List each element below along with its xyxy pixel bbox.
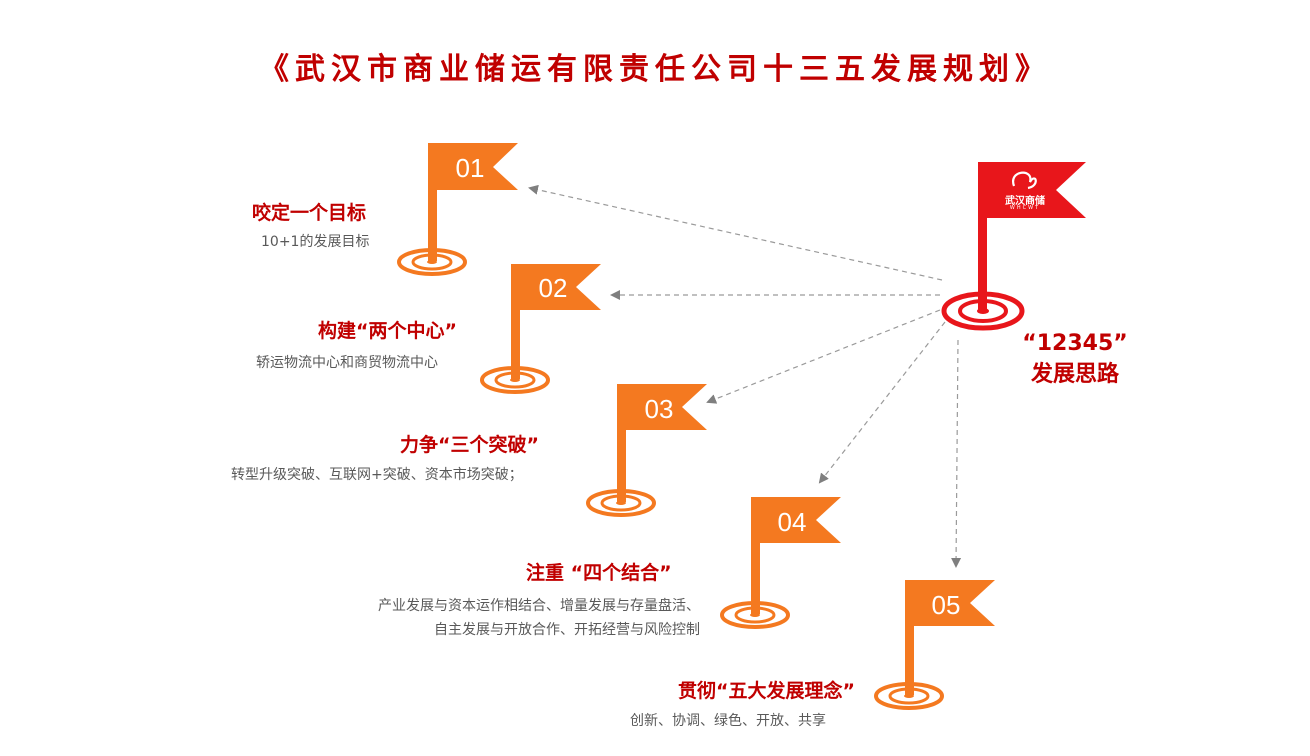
flag-03: 03 [586, 384, 707, 517]
connector-arrows [528, 184, 962, 568]
flag-number: 01 [456, 153, 485, 183]
page-title: 《武汉市商业储运有限责任公司十三五发展规划》 [259, 52, 1051, 87]
item-03-desc: 转型升级突破、互联网+突破、资本市场突破； [231, 467, 523, 483]
flag-banner [760, 497, 841, 543]
center-label-line1: “12345” [1022, 331, 1128, 356]
item-04-desc-line2: 自主发展与开放合作、开拓经营与风险控制 [434, 622, 700, 638]
flag-banner [520, 264, 601, 310]
center-logo-name: 武汉商储 [1005, 196, 1045, 207]
flag-number: 03 [645, 394, 674, 424]
center-label: “12345” 发展思路 [1000, 328, 1150, 390]
center-logo-sub: WHCWT [1009, 205, 1041, 211]
item-01-desc: 10+1的发展目标 [261, 234, 370, 250]
flag-pole [617, 384, 626, 502]
flag-04: 04 [720, 497, 841, 629]
flag-pole [511, 264, 520, 379]
flag-number: 05 [932, 590, 961, 620]
item-02-heading: 构建“两个中心” [318, 320, 457, 342]
item-05-desc: 创新、协调、绿色、开放、共享 [630, 713, 826, 729]
center-flag [941, 162, 1086, 331]
center-label-line2: 发展思路 [1030, 362, 1119, 387]
flag-banner [626, 384, 707, 430]
item-04-desc-line1: 产业发展与资本运作相结合、增量发展与存量盘活、 [378, 598, 700, 614]
flag-02: 02 [480, 264, 601, 394]
arrow-to-05 [951, 339, 962, 568]
center-flag-pole [978, 162, 987, 310]
flag-pole [751, 497, 760, 614]
item-02-desc: 轿运物流中心和商贸物流中心 [256, 355, 438, 371]
item-04-desc: 产业发展与资本运作相结合、增量发展与存量盘活、 自主发展与开放合作、开拓经营与风… [300, 594, 700, 642]
center-logo-icon [1012, 171, 1037, 190]
item-05-heading: 贯彻“五大发展理念” [678, 680, 855, 702]
item-01-heading: 咬定一个目标 [252, 202, 367, 224]
flag-number: 02 [539, 273, 568, 303]
flag-pole [428, 143, 437, 261]
flag-banner [437, 143, 518, 190]
item-03-heading: 力争“三个突破” [400, 434, 539, 456]
flag-number: 04 [778, 507, 807, 537]
flag-pole [905, 580, 914, 695]
arrow-to-04 [818, 321, 946, 484]
center-flag-banner [987, 162, 1086, 218]
flag-01: 01 [397, 143, 518, 276]
flag-05: 05 [874, 580, 995, 710]
arrow-to-01 [528, 184, 943, 281]
item-04-heading: 注重 “四个结合” [526, 562, 672, 584]
arrow-to-03 [706, 309, 941, 404]
flag-banner [914, 580, 995, 626]
